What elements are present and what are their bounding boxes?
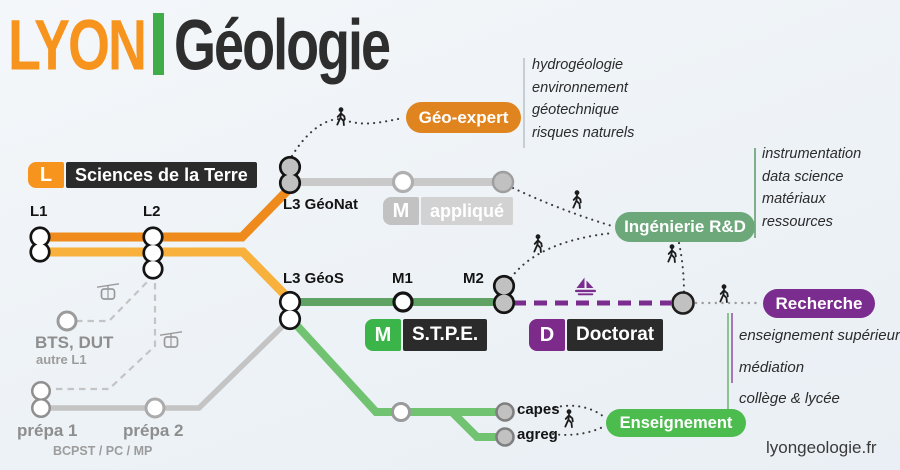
station-prepa1 — [31, 381, 51, 418]
station-agreg — [495, 427, 515, 447]
walk-link-agreg-to-enseignement — [551, 424, 607, 436]
walking-person-icon — [336, 106, 346, 126]
walking-person-icon — [533, 233, 543, 254]
station-l3-geos — [278, 290, 302, 331]
track-teaching-branch — [287, 315, 498, 441]
station-l1 — [29, 226, 51, 263]
walking-person-icon — [564, 408, 574, 429]
walking-person-icon — [719, 283, 729, 304]
station-applique-mid — [391, 170, 415, 194]
walking-person-icon — [572, 189, 582, 210]
station-teaching-mid — [391, 402, 411, 422]
track-licence-geonat — [40, 185, 293, 242]
sailboat-icon — [575, 277, 596, 296]
walk-link-m2-to-ingenierie — [509, 231, 615, 280]
track-licence-geos — [40, 247, 294, 304]
cable-car-icon — [159, 330, 183, 348]
station-capes — [495, 402, 515, 422]
access-dashed-route-l2-to-prepa1 — [53, 283, 157, 391]
station-l2 — [142, 226, 164, 280]
station-l3-geonat — [278, 155, 302, 195]
walk-link-capes-to-enseignement — [547, 404, 606, 419]
walk-link-geonat-to-geo-expert — [290, 116, 405, 158]
walking-person-icon — [667, 243, 677, 264]
station-bts-dut — [56, 310, 78, 332]
station-applique-terminus — [491, 170, 515, 194]
station-doctorat-terminus — [671, 291, 695, 315]
station-m1 — [392, 291, 414, 313]
walk-link-applique-to-ingenierie — [511, 186, 614, 228]
station-m2 — [492, 274, 516, 315]
walk-link-ingenierie-to-terminus — [677, 241, 686, 295]
track-prepa-line — [41, 321, 288, 411]
access-dashed-route-bts-to-l2 — [76, 276, 153, 323]
cable-car-icon — [96, 282, 120, 300]
station-prepa2 — [144, 397, 166, 419]
